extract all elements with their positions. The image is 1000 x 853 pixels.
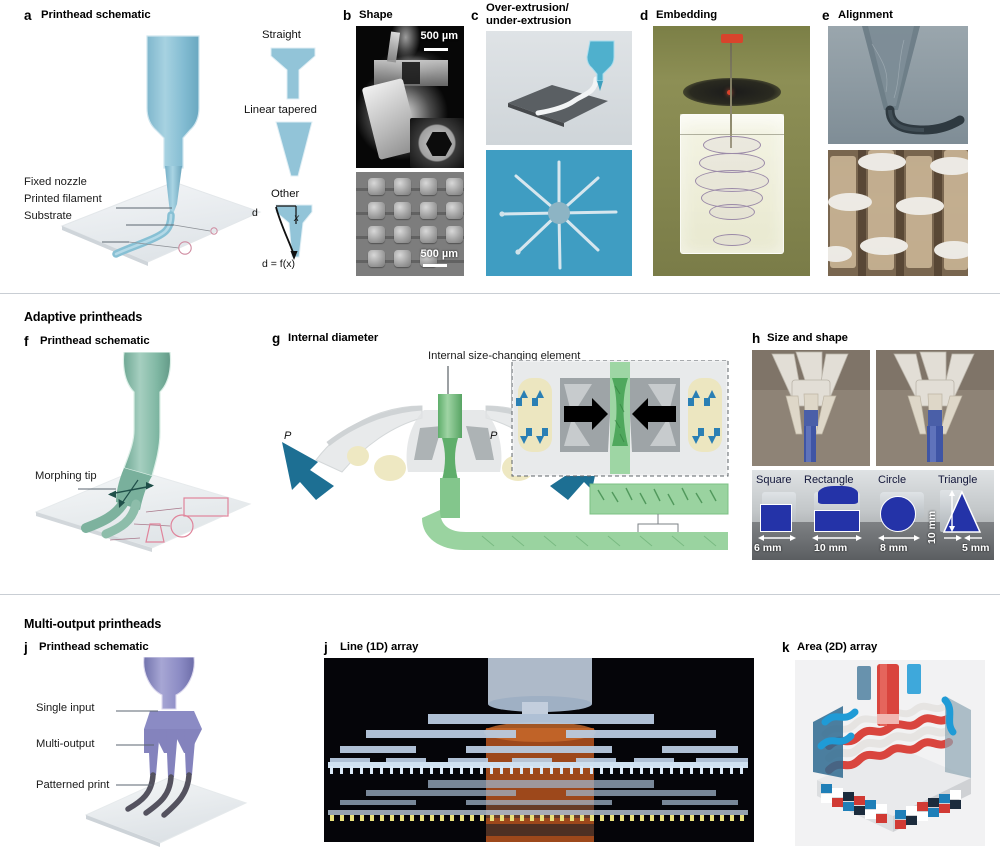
panel-h-shape-label-triangle: Triangle: [938, 474, 978, 486]
panel-g-title: Internal diameter: [288, 332, 379, 344]
panel-c-image-star-print-photo: [486, 150, 632, 276]
panel-h-shape-label-rectangle: Rectangle: [804, 474, 854, 486]
panel-h-shape-dim-triangle-vertical: 10 mm: [926, 510, 938, 544]
panel-j-image-line-1d-array-photo: [324, 658, 754, 842]
fixed-printhead-svg: [60, 35, 262, 266]
section-title-adaptive: Adaptive printheads: [24, 310, 143, 324]
panel-c-title-line2: under-extrusion: [486, 15, 572, 27]
panel-a-schematic: [24, 26, 334, 276]
panel-h-shape-dim-square: 6 mm: [754, 542, 782, 554]
panel-h-shape-dim-rectangle: 10 mm: [814, 542, 848, 554]
panel-f-letter: f: [24, 334, 29, 349]
panel-j-letter: j: [324, 640, 328, 655]
panel-f-title: Printhead schematic: [40, 335, 150, 347]
panel-g-letter: g: [272, 331, 281, 346]
panel-f-schematic: [24, 351, 284, 562]
panel-a-callout-fixed-nozzle: Fixed nozzle: [24, 176, 87, 188]
nozzle-type-linear-tapered-shape: [268, 120, 320, 178]
panel-e-image-aligned-lattice-photo: [828, 150, 968, 276]
panel-k-title: Area (2D) array: [797, 641, 878, 653]
panel-b-letter: b: [343, 8, 352, 23]
nozzle-type-other-label: Other: [271, 188, 300, 200]
panel-e-title: Alignment: [838, 9, 893, 21]
panel-h-shape-dim-triangle: 5 mm: [962, 542, 990, 554]
panel-h-image-morphing-nozzle-open-photo: [752, 350, 870, 466]
panel-c-letter: c: [471, 8, 479, 23]
panel-g-schematic: [272, 359, 732, 560]
panel-b-scalebar-2: [423, 264, 447, 267]
divider-adaptive: [0, 293, 1000, 294]
panel-i-schematic: [24, 656, 304, 847]
panel-f-callout-morphing-tip: Morphing tip: [35, 470, 97, 482]
panel-i-callout-patterned-print: Patterned print: [36, 779, 110, 791]
nozzle-type-linear-tapered-label: Linear tapered: [244, 104, 317, 116]
panel-h-letter: h: [752, 331, 761, 346]
nozzle-type-straight-label: Straight: [262, 29, 301, 41]
panel-d-title: Embedding: [656, 9, 718, 21]
panel-c-title-line1: Over-extrusion/: [486, 2, 569, 14]
panel-a-x-label: x: [294, 213, 299, 224]
panel-k-letter: k: [782, 640, 790, 655]
panel-a-callout-substrate: Substrate: [24, 210, 72, 222]
divider-multioutput: [0, 594, 1000, 595]
panel-h-title: Size and shape: [767, 332, 848, 344]
panel-a-callout-printed-filament: Printed filament: [24, 193, 102, 205]
panel-a-equation: d = f(x): [262, 258, 295, 270]
panel-a-letter: a: [24, 8, 32, 23]
panel-a-title: Printhead schematic: [41, 9, 151, 21]
panel-h-shape-gallery: Square 6 mm Rectangle 10 mm Circle 8 mm …: [752, 470, 994, 560]
panel-e-image-aligned-filament-nozzle-photo: [828, 26, 968, 144]
panel-g-callout-size-changing-element: Internal size-changing element: [428, 350, 581, 362]
panel-i-letter: j: [24, 640, 28, 655]
panel-c-image-extrusion-render: [486, 31, 632, 145]
panel-h-shape-label-square: Square: [756, 474, 792, 486]
panel-g-pressure-label-left: P: [284, 430, 292, 442]
panel-b-title: Shape: [359, 9, 393, 21]
panel-k-image-area-2d-array-photo: [795, 660, 985, 846]
panel-d-letter: d: [640, 8, 649, 23]
panel-g-pressure-label-right: P: [490, 430, 498, 442]
section-title-multioutput: Multi-output printheads: [24, 617, 162, 631]
panel-b-scalebar-1: [424, 48, 448, 51]
panel-b-image-hexagonal-filament-sem: 500 µm: [356, 26, 464, 168]
panel-h-shape-dim-circle: 8 mm: [880, 542, 908, 554]
panel-b-scalebar-2-text: 500 µm: [420, 248, 458, 260]
nozzle-type-straight-shape: [265, 46, 321, 101]
panel-b-image-hexagonal-pillar-array-sem: 500 µm: [356, 172, 464, 276]
panel-j-title: Line (1D) array: [340, 641, 419, 653]
panel-d-image-embedded-printing-tank-photo: [653, 26, 810, 276]
panel-i-callout-single-input: Single input: [36, 702, 95, 714]
panel-h-shape-label-circle: Circle: [878, 474, 907, 486]
panel-b-scalebar-1-text: 500 µm: [420, 30, 458, 42]
panel-e-letter: e: [822, 8, 830, 23]
nozzle-type-other-shape: [262, 203, 328, 269]
panel-i-title: Printhead schematic: [39, 641, 149, 653]
panel-i-callout-multi-output: Multi-output: [36, 738, 95, 750]
panel-h-image-morphing-nozzle-closed-photo: [876, 350, 994, 466]
panel-a-d-label: d: [252, 207, 258, 219]
